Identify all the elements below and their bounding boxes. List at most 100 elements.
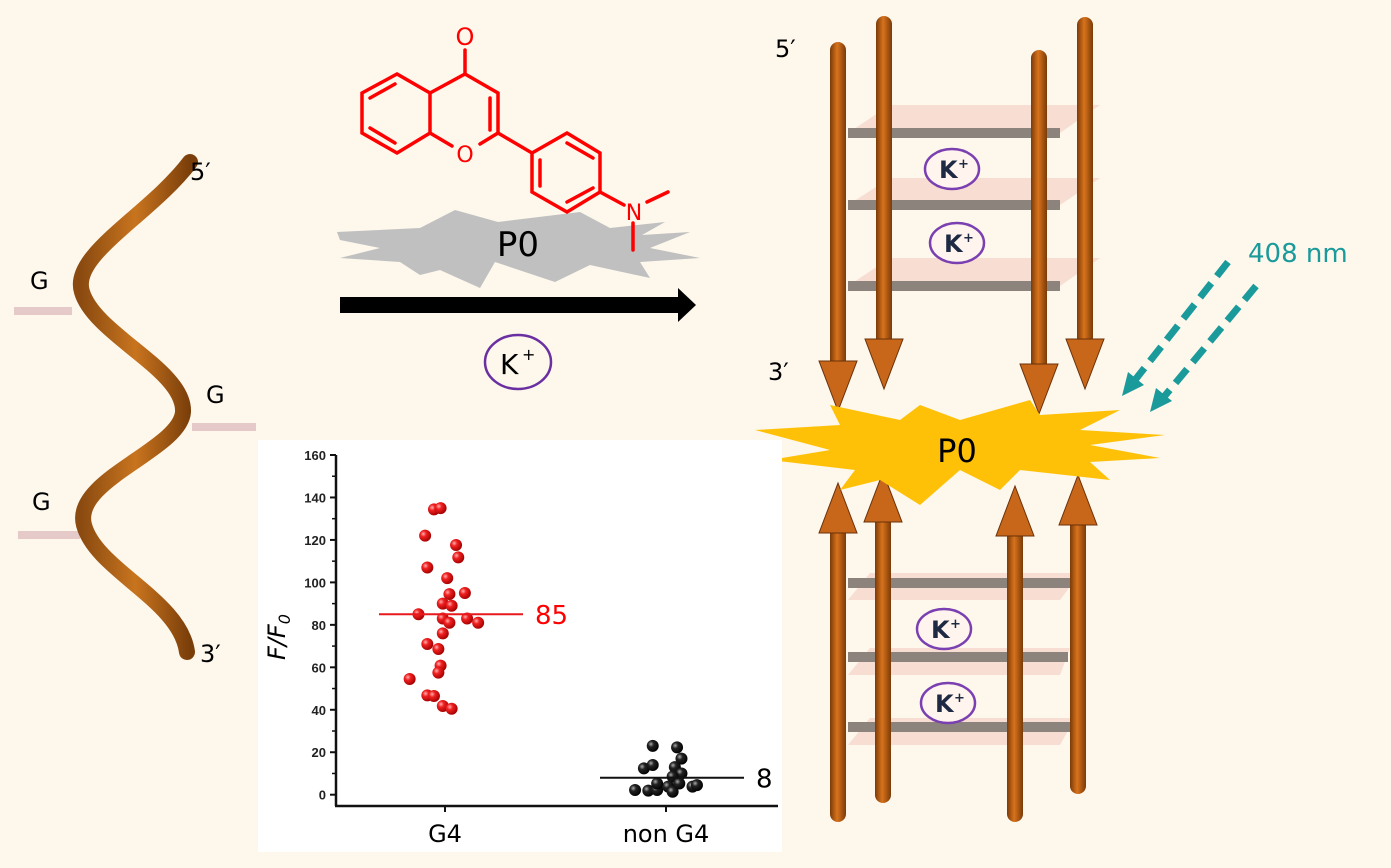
potassium-ion-charge: + — [963, 231, 974, 246]
probe-burst-gray — [337, 210, 700, 288]
data-point — [452, 551, 465, 564]
data-point — [646, 758, 659, 771]
p0-molecule-structure — [360, 48, 670, 252]
five-prime-label: 5′ — [775, 35, 796, 63]
bound-probe-label: P0 — [937, 432, 977, 470]
excitation-arrows — [1132, 259, 1259, 401]
excitation-wavelength-label: 408 nm — [1248, 239, 1348, 269]
data-point — [461, 612, 474, 625]
reaction-step: O O N P0 K + — [337, 23, 700, 391]
chart-series: 85 8 — [379, 502, 773, 798]
data-point — [450, 539, 463, 552]
potassium-ion-charge: + — [958, 157, 969, 172]
data-point — [432, 643, 445, 656]
strand-rod — [830, 523, 846, 822]
data-point — [421, 637, 434, 650]
y-tick-label: 160 — [304, 448, 326, 463]
five-prime-label: 5′ — [190, 158, 211, 186]
potassium-ion-label: K — [935, 690, 955, 718]
reaction-arrow-head — [678, 288, 696, 322]
g-label: G — [32, 488, 51, 516]
strand-arrowhead-down — [1065, 338, 1105, 391]
potassium-ion-label: K — [939, 156, 959, 184]
x-tick-label: G4 — [428, 820, 462, 848]
data-point — [445, 702, 458, 715]
data-point — [419, 529, 432, 542]
strand-arrowhead-up — [818, 481, 858, 534]
potassium-ions: K+K+K+K+ — [915, 147, 986, 725]
mean-label: 85 — [535, 601, 568, 631]
data-point — [666, 785, 679, 798]
y-tick-label: 0 — [319, 788, 326, 803]
y-axis-label: F/F0 — [263, 614, 294, 660]
data-point — [443, 616, 456, 629]
data-point — [427, 689, 440, 702]
probe-label: P0 — [497, 225, 539, 265]
ring-oxygen-label: O — [456, 143, 473, 168]
excitation-arrowhead — [1122, 372, 1144, 396]
g-label: G — [206, 381, 225, 409]
strand-arrowhead-down — [1019, 363, 1059, 416]
potassium-ion-label: K — [944, 230, 964, 258]
data-point — [651, 777, 664, 790]
amine-nitrogen-label: N — [626, 201, 642, 226]
data-point — [421, 561, 434, 574]
data-point — [443, 588, 456, 601]
y-tick-label: 20 — [312, 745, 326, 760]
strand-rod — [1077, 17, 1093, 349]
g-label: G — [30, 267, 49, 295]
data-point — [675, 752, 688, 765]
dna-ribbon — [72, 154, 198, 660]
potassium-ion-circle — [919, 681, 977, 725]
y-tick-label: 80 — [312, 618, 326, 633]
three-prime-label: 3′ — [768, 358, 789, 386]
strand-arrowhead-down — [818, 360, 858, 413]
strand-rod — [875, 512, 891, 803]
data-point — [445, 599, 458, 612]
y-axis-label-subscript: 0 — [275, 614, 294, 624]
potassium-ion-circle — [928, 221, 986, 265]
data-point — [432, 666, 445, 679]
potassium-ion-charge: + — [950, 617, 961, 632]
strand-rod — [1007, 526, 1023, 822]
strand-rod — [1031, 50, 1047, 374]
potassium-circle — [483, 333, 553, 391]
data-point — [671, 741, 684, 754]
data-point — [642, 784, 655, 797]
data-point — [436, 627, 449, 640]
probe-burst-yellow — [755, 400, 1165, 505]
strands — [818, 16, 1105, 822]
y-tick-label: 120 — [304, 533, 326, 548]
x-tick-label: non G4 — [623, 820, 710, 848]
series-non-g4: 8 — [600, 739, 773, 798]
strand-arrowhead-up — [863, 470, 903, 523]
data-point — [673, 777, 686, 790]
strand-rod — [1070, 515, 1086, 794]
strand-arrowhead-up — [995, 484, 1035, 537]
series-g4: 85 — [379, 502, 568, 715]
reaction-arrow-shaft — [340, 297, 680, 313]
y-tick-label: 100 — [304, 575, 326, 590]
data-point — [458, 587, 471, 600]
data-point — [690, 779, 703, 792]
potassium-ion-label: K — [931, 616, 951, 644]
y-axis-label-main: F/F — [263, 623, 291, 660]
mean-label: 8 — [756, 765, 773, 795]
data-point — [646, 739, 659, 752]
data-point — [472, 616, 485, 629]
carbonyl-oxygen-label: O — [456, 23, 475, 51]
potassium-charge: + — [522, 345, 535, 364]
strand-arrowhead-up — [1058, 473, 1098, 526]
x-ticks: G4 non G4 — [428, 806, 709, 848]
three-prime-label: 3′ — [200, 640, 221, 668]
data-point — [629, 784, 642, 797]
potassium-ion-circle — [923, 147, 981, 191]
data-point — [434, 502, 447, 515]
strand-arrowhead-down — [864, 338, 904, 391]
g-quadruplex-complex: K+K+K+K+ P0 5′ 3′ 408 nm — [755, 16, 1348, 822]
data-point — [441, 572, 454, 585]
